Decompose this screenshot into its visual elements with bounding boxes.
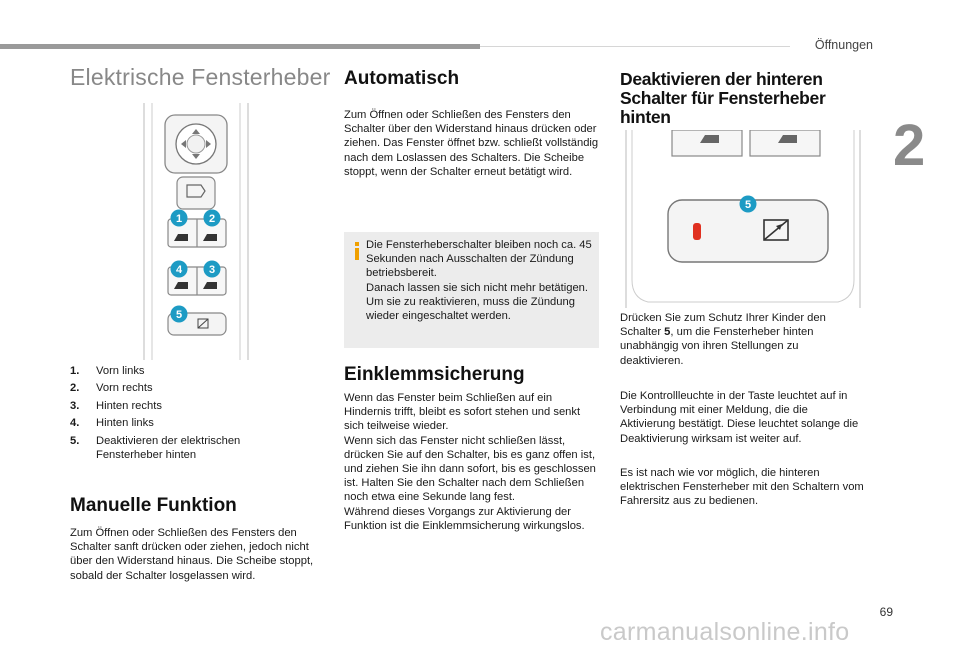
anti-pinch-text: Wenn das Fenster beim Schließen auf ein … bbox=[344, 392, 596, 532]
figure-legend: 1.Vorn links 2.Vorn rechts 3.Hinten rech… bbox=[70, 364, 320, 465]
info-text: Die Fensterheberschalter bleiben noch ca… bbox=[366, 239, 592, 323]
callout-3-icon: 3 bbox=[203, 260, 221, 278]
callout-1-label: 1 bbox=[176, 213, 182, 225]
callout-5b-label: 5 bbox=[745, 199, 751, 211]
list-item: 4.Hinten links bbox=[70, 417, 154, 430]
list-item: 2.Vorn rechts bbox=[70, 382, 153, 395]
info-icon bbox=[355, 242, 359, 260]
page-number: 69 bbox=[879, 605, 893, 619]
header-rule bbox=[0, 44, 480, 49]
anti-pinch-heading: Einklemmsicherung bbox=[344, 364, 525, 385]
header-rule-thin bbox=[480, 46, 790, 47]
callout-5b-icon: 5 bbox=[739, 195, 757, 213]
chapter-number: 2 bbox=[893, 113, 926, 178]
rear-deactivate-switch-figure bbox=[625, 130, 861, 308]
callout-5-icon: 5 bbox=[170, 305, 188, 323]
deactivate-text-3: Es ist nach wie vor möglich, die hintere… bbox=[620, 467, 864, 508]
manual-heading: Manuelle Funktion bbox=[70, 495, 237, 516]
info-box: Die Fensterheberschalter bleiben noch ca… bbox=[344, 232, 599, 348]
callout-4-icon: 4 bbox=[170, 260, 188, 278]
watermark: carmanualsonline.info bbox=[600, 618, 850, 646]
callout-5-label: 5 bbox=[176, 309, 182, 321]
manual-text: Zum Öffnen oder Schließen des Fensters d… bbox=[70, 527, 314, 582]
chapter-title: Öffnungen bbox=[814, 38, 873, 52]
page-title: Elektrische Fensterheber bbox=[70, 64, 331, 90]
callout-2-label: 2 bbox=[209, 213, 215, 225]
list-item: 1.Vorn links bbox=[70, 365, 145, 377]
list-item: 3.Hinten rechts bbox=[70, 399, 162, 412]
callout-3-label: 3 bbox=[209, 264, 215, 276]
callout-1-icon: 1 bbox=[170, 209, 188, 227]
automatic-text: Zum Öffnen oder Schließen des Fensters d… bbox=[344, 109, 599, 178]
window-switch-panel-figure bbox=[143, 103, 249, 360]
callout-2-icon: 2 bbox=[203, 209, 221, 227]
automatic-heading: Automatisch bbox=[344, 68, 460, 89]
callout-4-label: 4 bbox=[176, 264, 183, 276]
deactivate-text-2: Die Kontrollleuchte in der Taste leuchte… bbox=[620, 390, 859, 445]
list-item: 5.Deaktivieren der elektrischen Fensterh… bbox=[70, 434, 241, 462]
deactivate-text-1: Drücken Sie zum Schutz Ihrer Kinder den … bbox=[620, 312, 826, 367]
